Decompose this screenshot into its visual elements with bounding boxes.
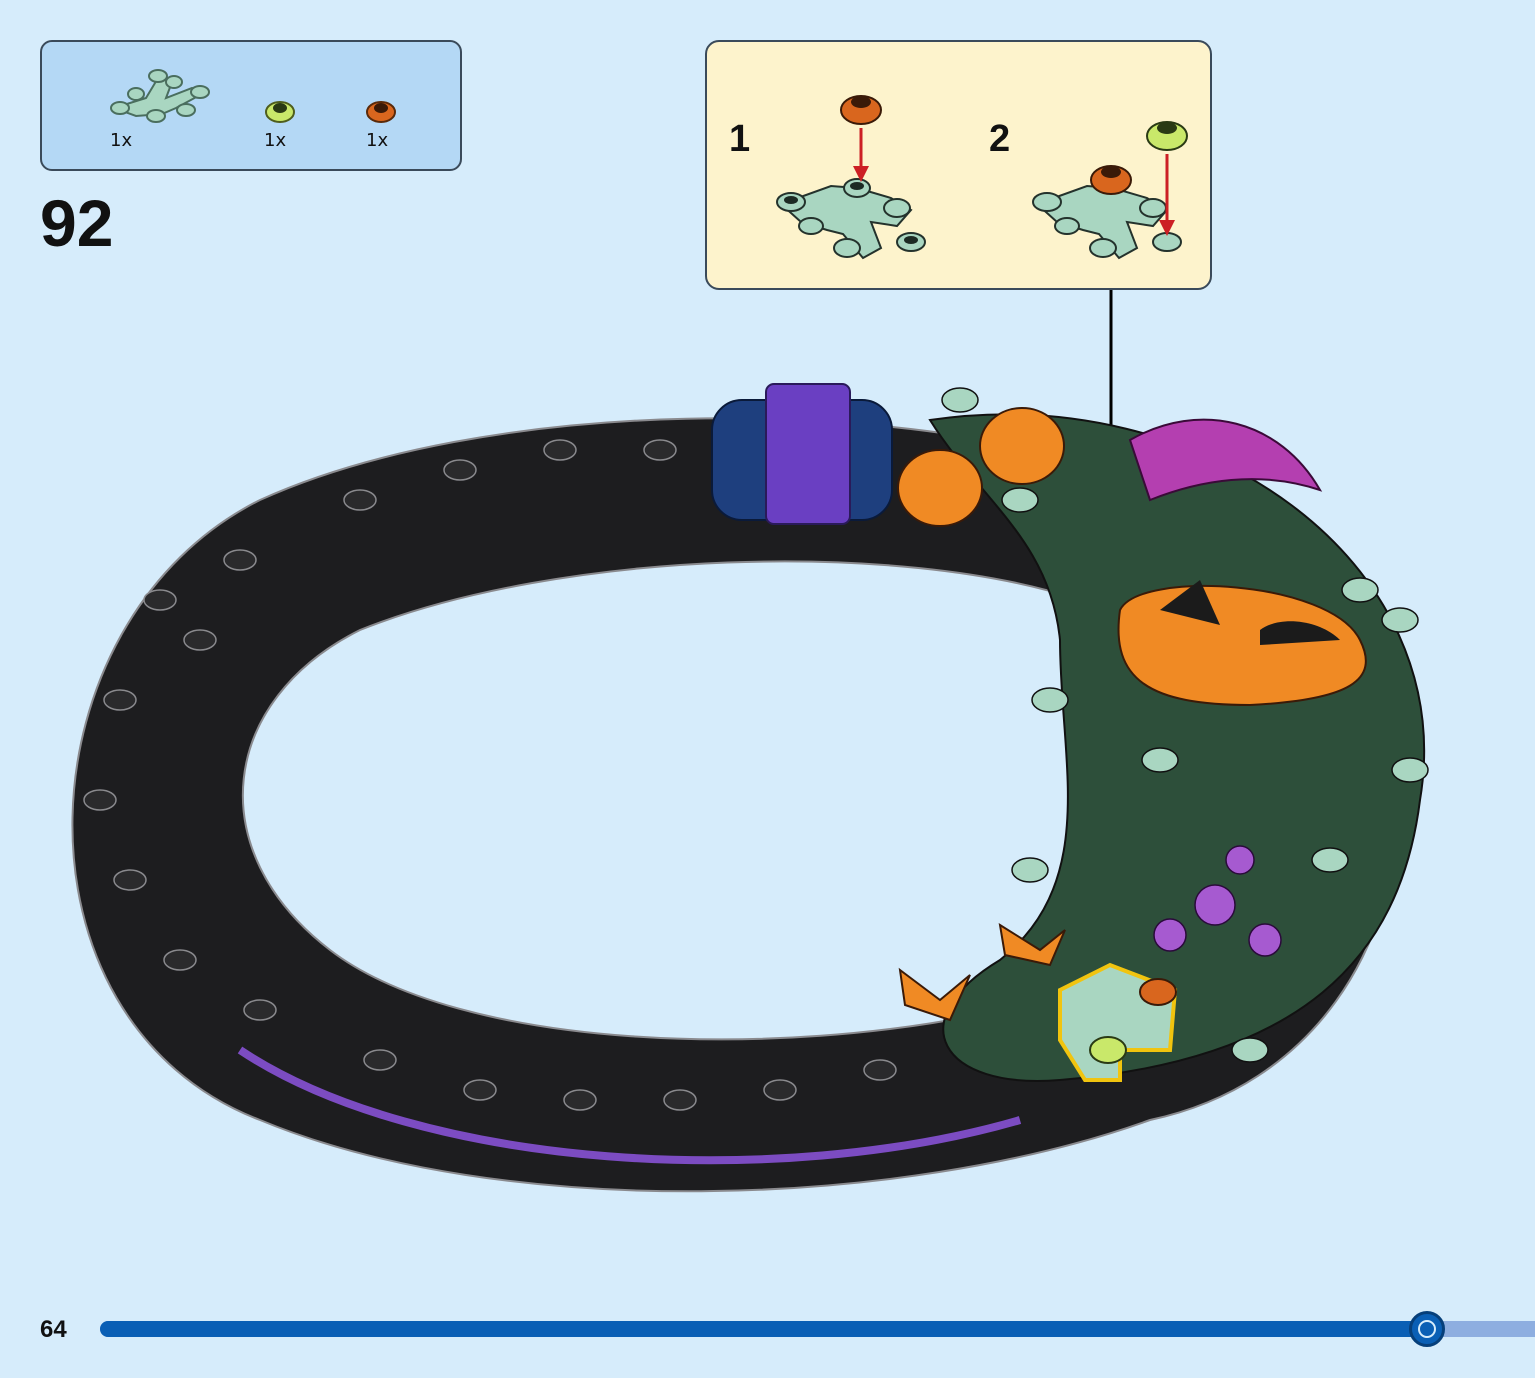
parts-list-box: 1x 1x 1x — [40, 40, 462, 171]
orange-flower-part-icon — [366, 101, 396, 123]
garden-foliage — [897, 387, 1429, 1082]
sub-assembly-callout: 1 2 — [705, 40, 1212, 290]
sub-step-1-illustration — [776, 95, 926, 260]
progress-knob-icon — [1409, 1311, 1446, 1347]
progress-bar — [100, 1311, 1535, 1347]
part-quantity-2: 1x — [264, 130, 287, 151]
model-illustration — [71, 290, 1429, 1193]
part-quantity-1: 1x — [110, 130, 133, 151]
step-number: 92 — [40, 186, 114, 260]
yellowish-green-flower-part-icon — [265, 101, 295, 123]
sub-step-number-1: 1 — [729, 118, 751, 160]
sub-step-number-2: 2 — [989, 118, 1011, 160]
sand-green-branch-part-icon — [110, 69, 210, 123]
sub-step-2-illustration — [1032, 121, 1188, 260]
page-number: 64 — [40, 1316, 67, 1343]
part-quantity-3: 1x — [366, 130, 389, 151]
progress-fill — [100, 1321, 1428, 1337]
